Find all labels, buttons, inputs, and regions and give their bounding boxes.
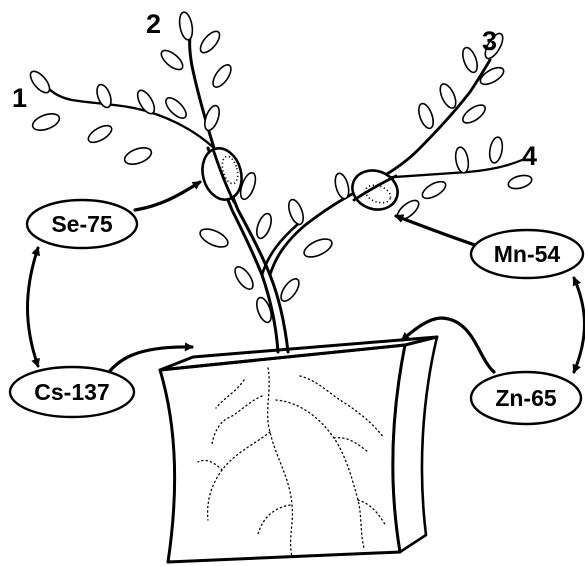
arrow-zn-to-pot <box>402 318 494 372</box>
svg-text:Cs-137: Cs-137 <box>34 379 109 405</box>
roots <box>198 368 386 556</box>
label-cs-137: Cs-137 <box>10 367 134 417</box>
arrow-se-to-stem <box>135 182 200 210</box>
pot-side <box>393 337 437 552</box>
svg-text:Mn-54: Mn-54 <box>494 241 561 267</box>
label-se-75: Se-75 <box>27 200 137 248</box>
pot-front <box>160 345 405 562</box>
branch-number-1: 1 <box>12 83 27 113</box>
svg-text:Zn-65: Zn-65 <box>495 385 557 411</box>
branch-number-4: 4 <box>522 141 537 171</box>
label-mn-54: Mn-54 <box>471 230 583 278</box>
branch-number-3: 3 <box>482 26 497 56</box>
leaves <box>27 11 533 324</box>
svg-text:Se-75: Se-75 <box>51 211 113 237</box>
branch-number-2: 2 <box>146 9 161 39</box>
application-site-left <box>197 144 247 204</box>
pot <box>160 337 437 562</box>
arrow-mn-zn-exchange <box>574 278 585 372</box>
application-site-right <box>347 164 403 215</box>
stems <box>48 36 522 352</box>
label-zn-65: Zn-65 <box>471 372 581 424</box>
arrow-se-cs-exchange <box>28 248 39 366</box>
arrow-mn-to-stem <box>396 216 478 246</box>
